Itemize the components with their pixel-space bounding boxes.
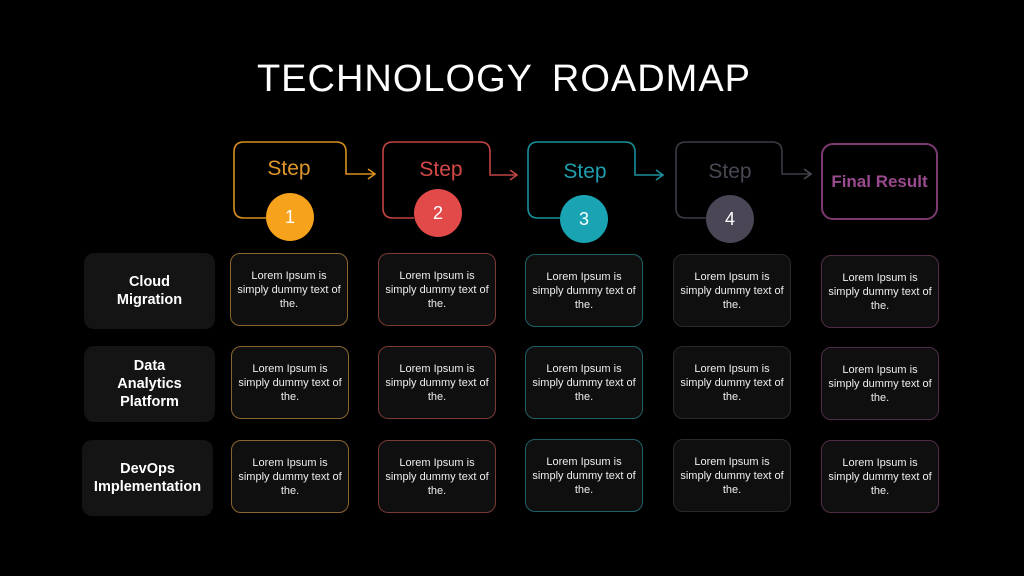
cell-r3-c3: Lorem Ipsum is simply dummy text of the. xyxy=(525,439,643,512)
step-2-badge: 2 xyxy=(414,189,462,237)
step-3-label: Step xyxy=(563,160,607,183)
row-label-text: DevOps Implementation xyxy=(93,461,202,495)
cell-r3-c5: Lorem Ipsum is simply dummy text of the. xyxy=(821,440,939,513)
arrow-icon xyxy=(655,169,665,181)
step-4-badge: 4 xyxy=(706,195,754,243)
cell-r1-c2: Lorem Ipsum is simply dummy text of the. xyxy=(378,253,496,326)
row-label-text: Data Analytics Platform xyxy=(117,358,182,410)
step-3-badge: 3 xyxy=(560,195,608,243)
row-label-cloud-migration: Cloud Migration xyxy=(84,253,215,329)
cell-r3-c4: Lorem Ipsum is simply dummy text of the. xyxy=(673,439,791,512)
step-1-badge: 1 xyxy=(266,193,314,241)
step-4-outline xyxy=(675,141,810,219)
step-4-label: Step xyxy=(708,160,752,183)
step-1-outline xyxy=(233,141,374,219)
row-label-data-analytics: Data Analytics Platform xyxy=(84,346,215,422)
step-2-outline xyxy=(382,141,516,219)
row-label-text: Cloud Migration xyxy=(116,274,183,308)
page-title: TECHNOLOGY ROADMAP xyxy=(256,58,752,100)
cell-r3-c1: Lorem Ipsum is simply dummy text of the. xyxy=(231,440,349,513)
cell-r1-c5: Lorem Ipsum is simply dummy text of the. xyxy=(821,255,939,328)
cell-r1-c4: Lorem Ipsum is simply dummy text of the. xyxy=(673,254,791,327)
arrow-icon xyxy=(803,168,813,180)
final-result-box: Final Result xyxy=(821,143,938,220)
cell-r1-c3: Lorem Ipsum is simply dummy text of the. xyxy=(525,254,643,327)
row-label-devops: DevOps Implementation xyxy=(82,440,213,516)
cell-r2-c5: Lorem Ipsum is simply dummy text of the. xyxy=(821,347,939,420)
cell-r2-c4: Lorem Ipsum is simply dummy text of the. xyxy=(673,346,791,419)
cell-r1-c1: Lorem Ipsum is simply dummy text of the. xyxy=(230,253,348,326)
final-result-label: Final Result xyxy=(831,171,928,191)
cell-r3-c2: Lorem Ipsum is simply dummy text of the. xyxy=(378,440,496,513)
arrow-icon xyxy=(367,168,377,180)
cell-r2-c3: Lorem Ipsum is simply dummy text of the. xyxy=(525,346,643,419)
arrow-icon xyxy=(509,169,519,181)
step-1-label: Step xyxy=(267,157,311,180)
step-3-outline xyxy=(527,141,662,219)
cell-r2-c2: Lorem Ipsum is simply dummy text of the. xyxy=(378,346,496,419)
step-2-label: Step xyxy=(419,158,463,181)
cell-r2-c1: Lorem Ipsum is simply dummy text of the. xyxy=(231,346,349,419)
